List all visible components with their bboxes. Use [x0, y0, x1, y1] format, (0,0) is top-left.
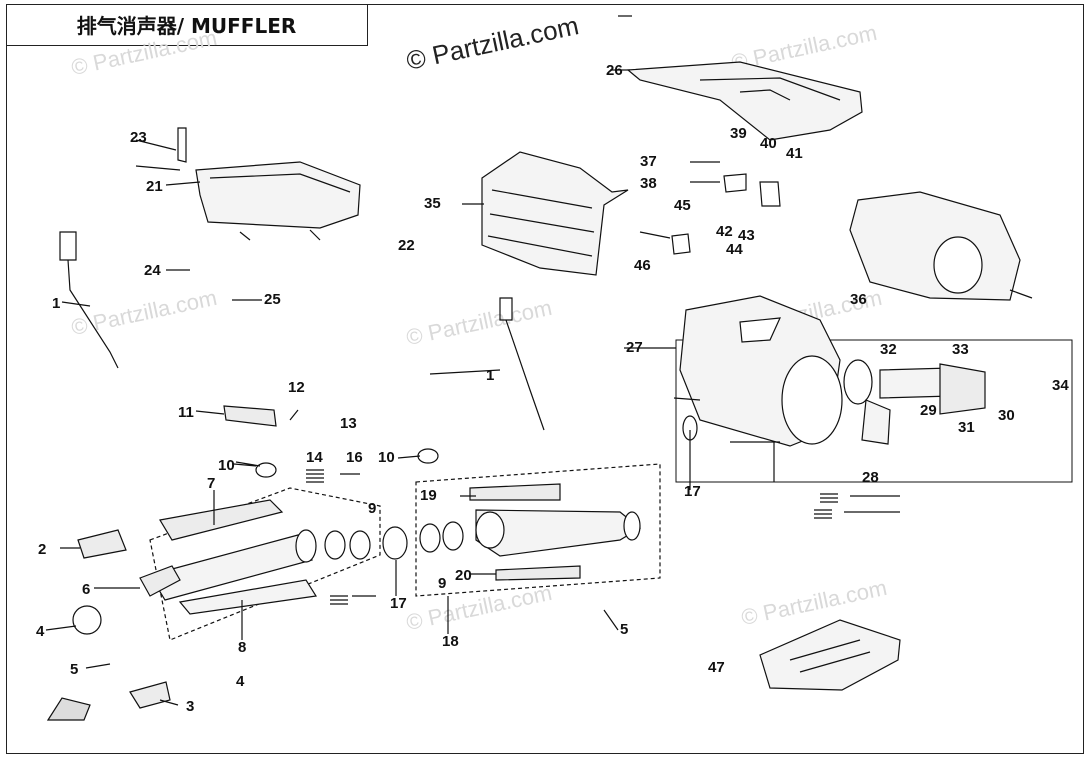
- callout-34: 34: [1052, 377, 1069, 394]
- callout-40: 40: [760, 135, 777, 152]
- callout-10: 10: [218, 457, 235, 474]
- callout-7: 7: [207, 475, 215, 492]
- spring: [306, 469, 324, 483]
- gasket: [442, 521, 464, 551]
- callout-47: 47: [708, 659, 725, 676]
- callout-17: 17: [390, 595, 407, 612]
- cover-3: [129, 681, 171, 709]
- callout-41: 41: [786, 145, 803, 162]
- bracket-11: [223, 405, 277, 427]
- callout-6: 6: [82, 581, 90, 598]
- callout-29: 29: [920, 402, 937, 419]
- callout-20: 20: [455, 567, 472, 584]
- callout-3: 3: [186, 698, 194, 715]
- bracket-heat-shield: [177, 127, 361, 241]
- callout-23: 23: [130, 129, 147, 146]
- outlet-pipe: [843, 359, 986, 445]
- callout-26: 26: [606, 62, 623, 79]
- title-box: 排气消声器/ MUFFLER: [6, 4, 368, 46]
- callout-1: 1: [52, 295, 60, 312]
- callout-5: 5: [70, 661, 78, 678]
- callout-31: 31: [958, 419, 975, 436]
- bracket-40: [759, 181, 781, 207]
- callout-4: 4: [236, 673, 245, 690]
- callout-42: 42: [716, 223, 733, 240]
- callout-9: 9: [438, 575, 446, 592]
- callout-10: 10: [378, 449, 395, 466]
- cover-2: [77, 529, 127, 559]
- callout-24: 24: [144, 262, 161, 279]
- muffler-body: [679, 295, 843, 447]
- spring: [820, 493, 838, 503]
- callout-27: 27: [626, 339, 643, 356]
- callout-43: 43: [738, 227, 755, 244]
- callout-25: 25: [264, 291, 281, 308]
- callout-21: 21: [146, 178, 163, 195]
- callout-1: 1: [486, 367, 494, 384]
- callout-46: 46: [634, 257, 651, 274]
- callout-33: 33: [952, 341, 969, 358]
- exhaust-pipe-front: [469, 483, 642, 581]
- o2-sensor: [499, 297, 545, 431]
- callout-22: 22: [398, 237, 415, 254]
- o2-sensor: [59, 231, 119, 369]
- gasket: [417, 448, 439, 464]
- callout-44: 44: [726, 241, 743, 258]
- callout-5: 5: [620, 621, 628, 638]
- callout-35: 35: [424, 195, 441, 212]
- callout-9: 9: [368, 500, 376, 517]
- clamp: [72, 605, 102, 635]
- spring: [330, 595, 348, 605]
- callout-32: 32: [880, 341, 897, 358]
- callout-36: 36: [850, 291, 867, 308]
- spring: [814, 509, 832, 519]
- callout-19: 19: [420, 487, 437, 504]
- skid-plate: [759, 619, 901, 691]
- gasket: [324, 530, 346, 560]
- callout-39: 39: [730, 125, 747, 142]
- diagram-frame: [6, 4, 1084, 754]
- heat-shield-top: [626, 61, 863, 141]
- heat-shield-35: [481, 151, 629, 276]
- callout-38: 38: [640, 175, 657, 192]
- callout-28: 28: [862, 469, 879, 486]
- bolt: [340, 161, 900, 597]
- gasket: [419, 523, 441, 553]
- diagram-title: 排气消声器/ MUFFLER: [76, 14, 297, 38]
- callout-18: 18: [442, 633, 459, 650]
- gasket: [349, 530, 371, 560]
- rubber-mount: [723, 173, 747, 193]
- callout-37: 37: [640, 153, 657, 170]
- callout-labels: 26 1 1 2 3 4 4 5 5 6 7 8 9 9 9 10 10 11 …: [36, 62, 1069, 715]
- callout-13: 13: [340, 415, 357, 432]
- fwd-arrow-icon: [46, 697, 91, 721]
- muffler-shield-36: [849, 191, 1021, 301]
- callout-30: 30: [998, 407, 1015, 424]
- damper-45: [671, 233, 691, 255]
- callout-14: 14: [306, 449, 323, 466]
- header-pipe-assembly: [139, 499, 317, 615]
- callout-12: 12: [288, 379, 305, 396]
- callout-45: 45: [674, 197, 691, 214]
- callout-2: 2: [38, 541, 46, 558]
- gasket: [382, 526, 408, 560]
- callout-17: 17: [684, 483, 701, 500]
- callout-11: 11: [178, 404, 194, 421]
- callout-8: 8: [238, 639, 246, 656]
- gasket: [255, 462, 277, 478]
- callout-4: 4: [36, 623, 45, 640]
- callout-16: 16: [346, 449, 363, 466]
